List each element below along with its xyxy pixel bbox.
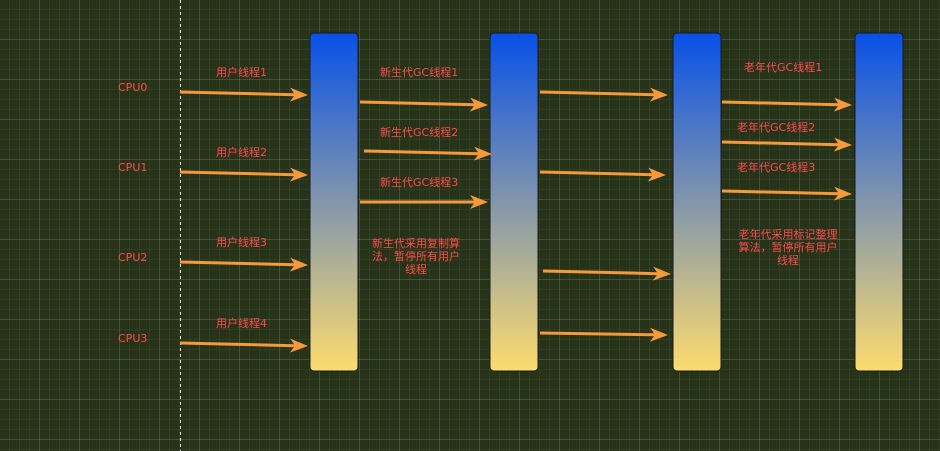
phase-bar-4 xyxy=(854,32,904,372)
cpu-label-1: CPU1 xyxy=(118,161,148,174)
user-thread-arrow-2 xyxy=(179,167,308,182)
resume-arrow-1 xyxy=(539,87,668,102)
phase-bar-1 xyxy=(309,32,359,372)
cpu-label-3: CPU3 xyxy=(118,332,148,345)
resume-arrow-2 xyxy=(539,167,666,182)
young-gc-thread-label-1: 新生代GC线程1 xyxy=(380,66,459,79)
user-thread-label-3: 用户线程3 xyxy=(216,236,267,249)
young-gc-note: 新生代采用复制算法，暂停所有用户线程 xyxy=(372,237,460,276)
old-gc-arrow-3 xyxy=(721,186,852,201)
user-thread-arrow-1 xyxy=(179,87,308,102)
cpu-label-2: CPU2 xyxy=(118,251,148,264)
user-thread-arrow-3 xyxy=(179,257,308,272)
old-gc-thread-label-1: 老年代GC线程1 xyxy=(744,61,823,74)
arrows-group xyxy=(179,87,852,353)
old-gc-thread-label-2: 老年代GC线程2 xyxy=(737,121,816,134)
old-gc-arrow-2 xyxy=(721,137,852,152)
user-thread-arrow-4 xyxy=(179,338,308,353)
young-gc-thread-label-3: 新生代GC线程3 xyxy=(380,176,459,189)
young-gc-arrow-2 xyxy=(363,146,492,161)
resume-arrow-4 xyxy=(539,327,668,342)
phase-bar-3 xyxy=(672,32,722,372)
user-thread-label-2: 用户线程2 xyxy=(216,146,267,159)
user-thread-label-1: 用户线程1 xyxy=(216,66,267,79)
cpu-label-0: CPU0 xyxy=(118,81,148,94)
young-gc-thread-label-2: 新生代GC线程2 xyxy=(380,126,459,139)
old-gc-arrow-1 xyxy=(721,97,852,112)
resume-arrow-3 xyxy=(542,266,671,281)
old-gc-thread-label-3: 老年代GC线程3 xyxy=(737,161,816,174)
young-gc-arrow-1 xyxy=(359,97,488,112)
young-gc-arrow-3 xyxy=(360,195,488,209)
phase-bar-2 xyxy=(489,32,539,372)
user-thread-label-4: 用户线程4 xyxy=(216,317,267,330)
old-gc-note: 老年代采用标记整理算法，暂停所有用户线程 xyxy=(738,228,838,267)
